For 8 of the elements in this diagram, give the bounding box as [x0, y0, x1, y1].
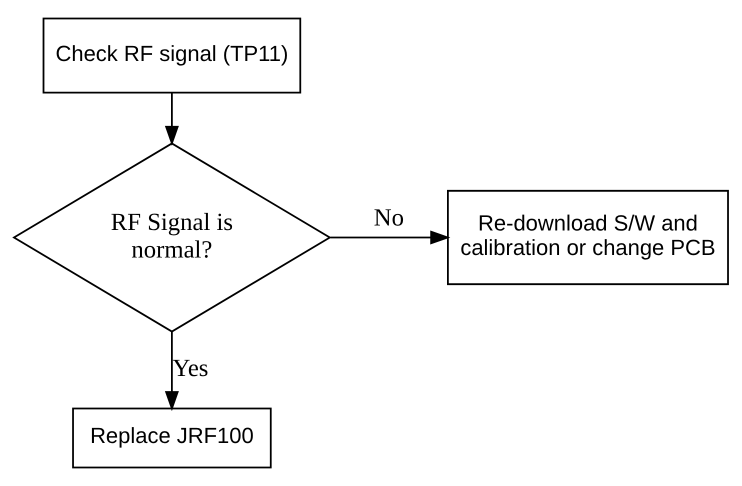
arrow [164, 332, 179, 412]
node-box: Replace JRF100 [72, 408, 272, 468]
arrow [164, 92, 179, 146]
edge-label: No [374, 204, 404, 232]
node-box: Check RF signal (TP11) [42, 18, 302, 94]
node-box: Re-download S/W and calibration or change PCB [447, 190, 729, 286]
arrow [330, 230, 450, 245]
node-diamond: RF Signal is normal? [12, 142, 332, 333]
